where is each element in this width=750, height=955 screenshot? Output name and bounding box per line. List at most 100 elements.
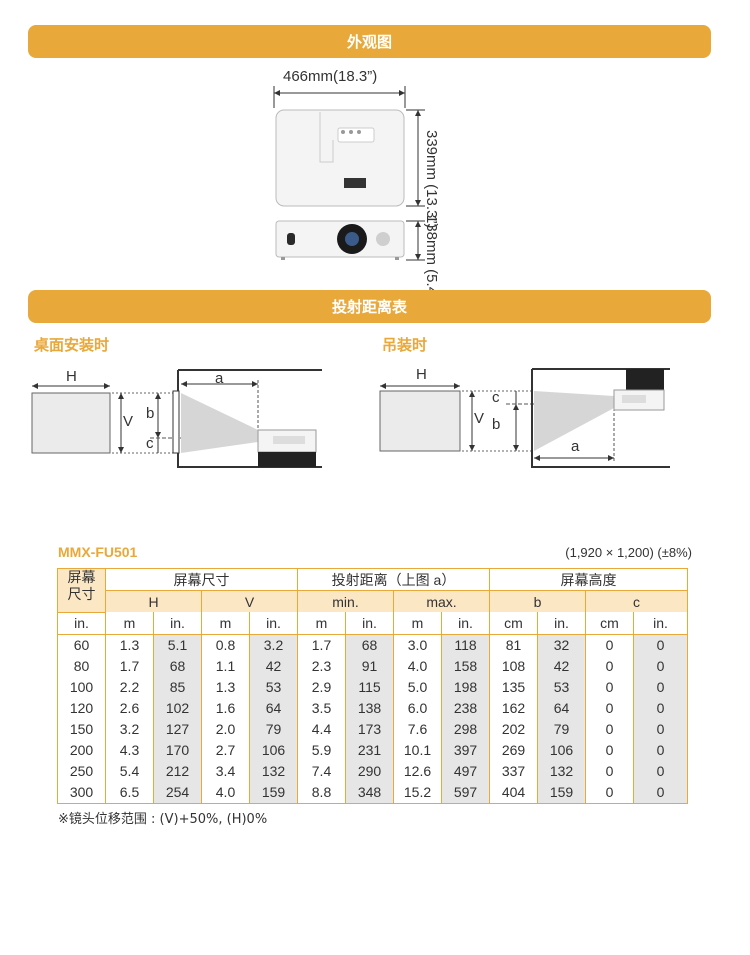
table-cell: 0.8: [201, 634, 250, 656]
table-cell: 79: [249, 718, 298, 740]
table-cell: 0: [585, 634, 634, 656]
table-cell: 1.1: [201, 655, 250, 677]
throw-distance-banner-title: 投射距离表: [331, 298, 407, 316]
table-cell: 162: [489, 697, 538, 719]
table-cell: 64: [537, 697, 586, 719]
table-cell: 0: [585, 760, 634, 782]
desk-label-a: a: [215, 370, 224, 387]
table-cell: 348: [345, 781, 394, 804]
unit-header-cell: in.: [153, 612, 202, 635]
table-cell: 1.7: [297, 634, 346, 656]
table-cell: 132: [249, 760, 298, 782]
table-cell: 3.0: [393, 634, 442, 656]
table-cell: 0: [585, 739, 634, 761]
ceiling-install-title: 吊装时: [382, 336, 428, 354]
resolution-ratio: (1,920 × 1,200) (±8%): [565, 545, 692, 560]
table-cell: 3.4: [201, 760, 250, 782]
table-cell: 2.9: [297, 676, 346, 698]
header-min: min.: [297, 590, 394, 612]
table-cell: 5.1: [153, 634, 202, 656]
table-cell: 2.3: [297, 655, 346, 677]
table-cell: 0: [633, 697, 688, 719]
throw-distance-banner: 投射距离表: [28, 290, 711, 323]
table-cell: 42: [249, 655, 298, 677]
table-cell: 269: [489, 739, 538, 761]
table-cell: 8.8: [297, 781, 346, 804]
width-dimension-label: 466mm(18.3”): [283, 68, 378, 85]
throw-distance-group-header: 投射距离（上图 a）: [297, 568, 490, 591]
table-cell: 115: [345, 676, 394, 698]
table-cell: 0: [585, 655, 634, 677]
table-cell: 60: [57, 634, 106, 656]
ceiling-label-v: V: [474, 410, 485, 427]
unit-header-cell: in.: [345, 612, 394, 635]
projector-appearance-drawing: [273, 86, 425, 261]
height-dimension-label: 138mm (5.4”): [423, 215, 440, 306]
unit-header-cell: in.: [537, 612, 586, 635]
table-cell: 5.0: [393, 676, 442, 698]
table-cell: 0: [633, 739, 688, 761]
table-cell: 159: [537, 781, 586, 804]
depth-dimension-label: 339mm (13.3”): [423, 130, 440, 229]
table-cell: 85: [153, 676, 202, 698]
table-cell: 106: [249, 739, 298, 761]
table-cell: 81: [489, 634, 538, 656]
table-cell: 80: [57, 655, 106, 677]
unit-header-cell: in.: [633, 612, 688, 635]
ceiling-label-c: c: [492, 389, 500, 406]
table-cell: 4.0: [393, 655, 442, 677]
table-cell: 173: [345, 718, 394, 740]
header-b: b: [489, 590, 586, 612]
table-cell: 0: [633, 676, 688, 698]
unit-header-cell: m: [393, 612, 442, 635]
ceiling-label-b: b: [492, 416, 501, 433]
table-cell: 238: [441, 697, 490, 719]
ceiling-label-h: H: [416, 366, 427, 383]
table-cell: 138: [345, 697, 394, 719]
table-cell: 79: [537, 718, 586, 740]
table-cell: 15.2: [393, 781, 442, 804]
table-cell: 298: [441, 718, 490, 740]
table-cell: 1.3: [105, 634, 154, 656]
table-cell: 64: [249, 697, 298, 719]
unit-header-cell: in.: [441, 612, 490, 635]
table-cell: 0: [585, 718, 634, 740]
table-cell: 4.3: [105, 739, 154, 761]
table-cell: 3.2: [249, 634, 298, 656]
unit-header-cell: m: [105, 612, 154, 635]
table-cell: 106: [537, 739, 586, 761]
table-cell: 5.9: [297, 739, 346, 761]
table-cell: 135: [489, 676, 538, 698]
header-max: max.: [393, 590, 490, 612]
table-cell: 497: [441, 760, 490, 782]
table-cell: 202: [489, 718, 538, 740]
table-cell: 12.6: [393, 760, 442, 782]
screen-size-group-header: 屏幕尺寸: [105, 568, 298, 591]
lens-shift-note: ※镜头位移范围 : (V)+50%, (H)0%: [58, 812, 268, 827]
table-cell: 0: [585, 781, 634, 804]
desk-label-c: c: [146, 435, 154, 452]
desk-label-h: H: [66, 368, 77, 385]
table-header-mid: H V min. max. b c: [58, 590, 688, 612]
table-cell: 53: [537, 676, 586, 698]
table-cell: 198: [441, 676, 490, 698]
table-cell: 7.6: [393, 718, 442, 740]
table-cell: 53: [249, 676, 298, 698]
header-v: V: [201, 590, 298, 612]
throw-distance-table: 屏幕 尺寸 屏幕尺寸 投射距离（上图 a） 屏幕高度 H V min. max.…: [57, 568, 688, 804]
screen-height-group-header: 屏幕高度: [489, 568, 688, 591]
table-cell: 100: [57, 676, 106, 698]
table-cell: 3.2: [105, 718, 154, 740]
table-cell: 91: [345, 655, 394, 677]
table-cell: 404: [489, 781, 538, 804]
appearance-banner-title: 外观图: [346, 33, 392, 51]
table-cell: 2.6: [105, 697, 154, 719]
table-header-top: 屏幕 尺寸 屏幕尺寸 投射距离（上图 a） 屏幕高度: [57, 568, 688, 613]
desk-install-diagram: [31, 369, 322, 468]
unit-header-cell: m: [297, 612, 346, 635]
